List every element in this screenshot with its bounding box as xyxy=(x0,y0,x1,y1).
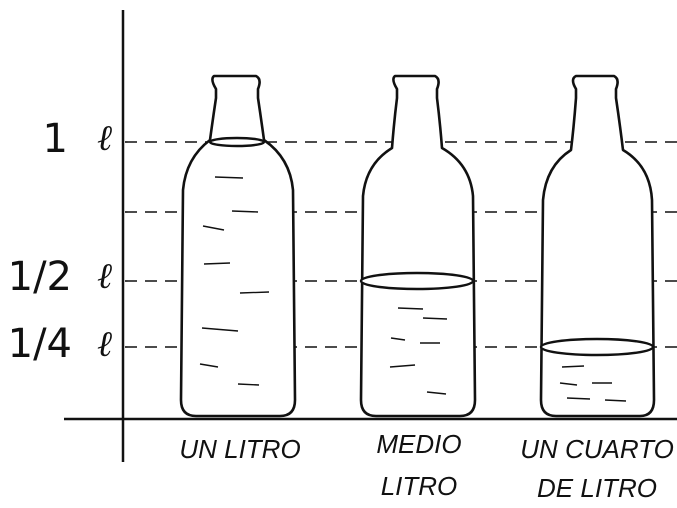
level-label-half: 1/2 xyxy=(8,254,72,300)
caption-one-liter: UN LITRO xyxy=(179,434,300,464)
caption-half-liter-line2: LITRO xyxy=(381,471,458,501)
bottle-one-liter xyxy=(179,74,297,418)
level-unit-1: ℓ xyxy=(97,118,112,159)
level-label-1: 1 xyxy=(43,116,68,162)
level-unit-quarter: ℓ xyxy=(97,324,112,365)
level-label-quarter: 1/4 xyxy=(8,321,72,367)
caption-quarter-liter-line2: DE LITRO xyxy=(537,473,657,503)
level-unit-half: ℓ xyxy=(97,256,112,297)
bottle-half-liter xyxy=(359,74,477,418)
caption-quarter-liter-line1: UN CUARTO xyxy=(520,434,674,464)
caption-half-liter-line1: MEDIO xyxy=(376,429,461,459)
bottle-quarter-liter xyxy=(539,74,656,418)
